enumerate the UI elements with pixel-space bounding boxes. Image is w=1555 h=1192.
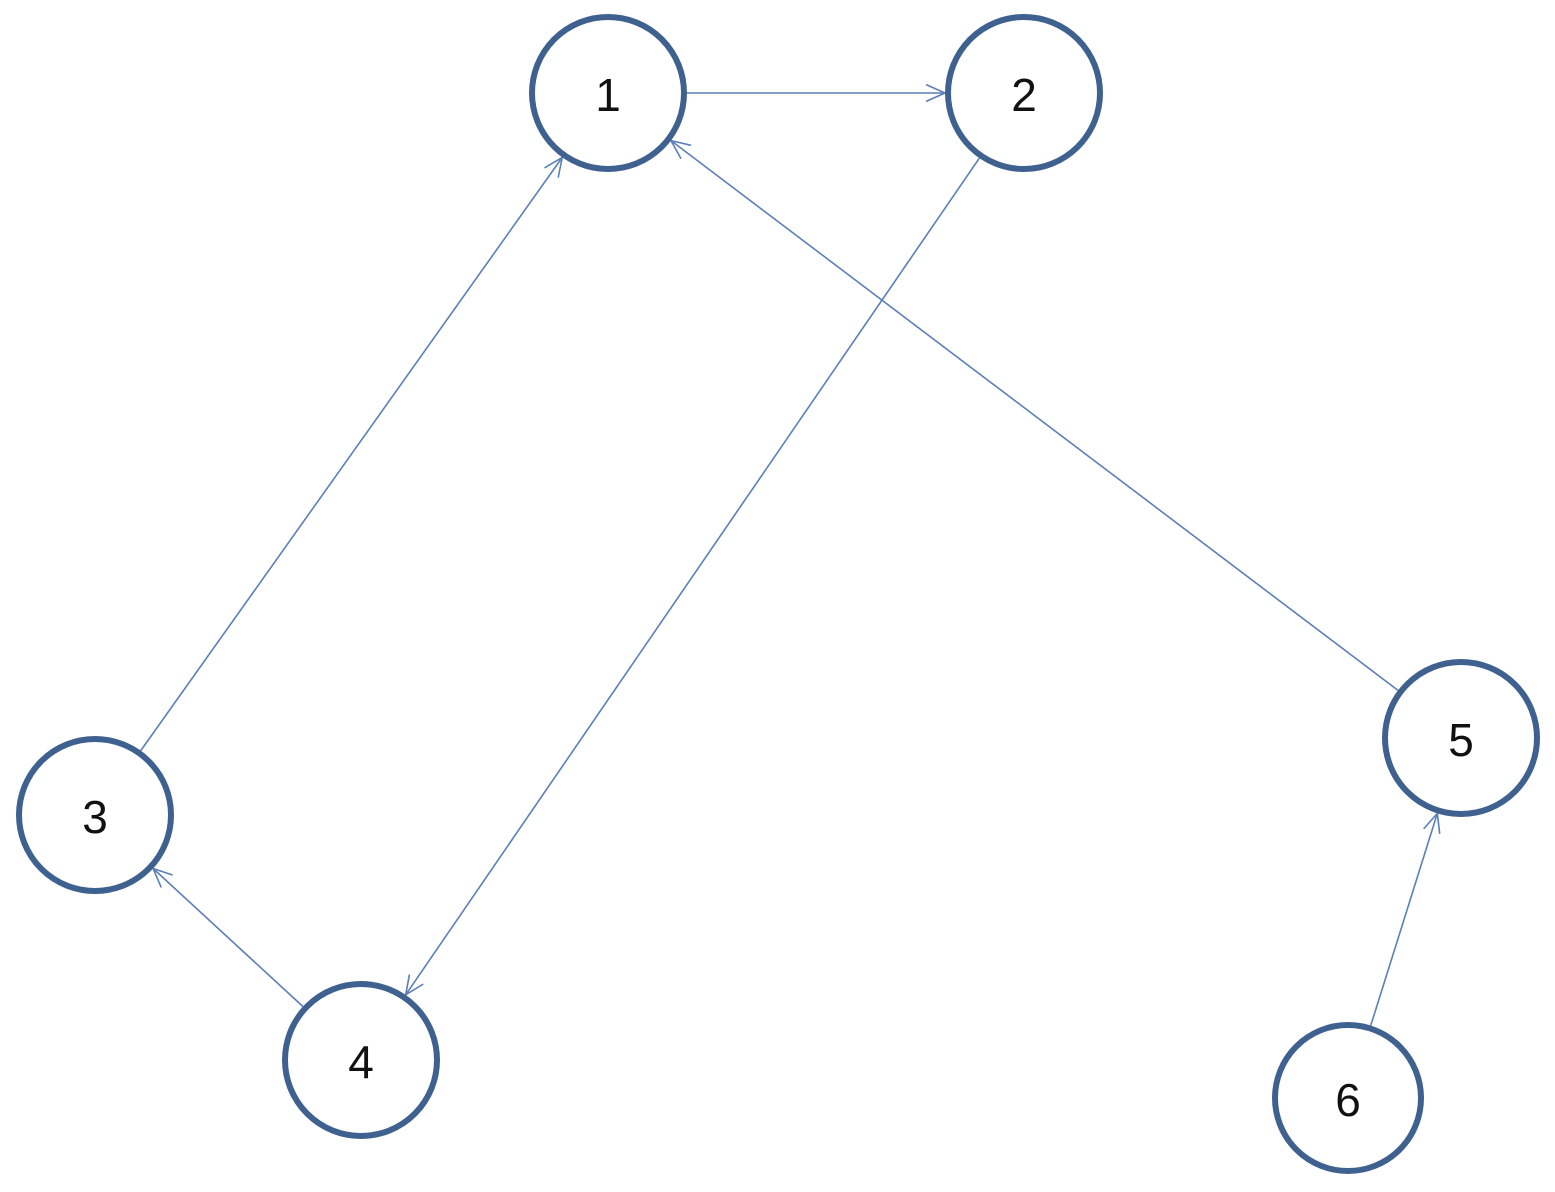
node-2: 2 (945, 14, 1103, 172)
node-circle (1272, 1022, 1424, 1174)
node-label: 4 (348, 1036, 374, 1088)
node-circle (1382, 659, 1540, 817)
node-label: 3 (82, 791, 108, 843)
node-circle (945, 14, 1103, 172)
node-circle (529, 14, 687, 172)
edge-4-to-3 (152, 867, 304, 1008)
edge-1-to-2 (687, 84, 946, 102)
edge-6-to-5 (1369, 812, 1441, 1026)
edge-line (140, 156, 563, 752)
edge-line (1369, 813, 1439, 1026)
node-5: 5 (1382, 659, 1540, 817)
arrowhead-icon (1423, 812, 1441, 835)
nodes-layer: 1 2 3 4 5 6 (16, 14, 1540, 1174)
edges-layer (140, 84, 1441, 1026)
node-1: 1 (529, 14, 687, 172)
edge-line (670, 140, 1399, 691)
arrowhead-icon (670, 139, 692, 159)
node-label: 6 (1335, 1074, 1361, 1126)
edge-line (152, 867, 304, 1008)
node-circle (282, 981, 440, 1139)
node-circle (16, 736, 174, 894)
arrowhead-icon (544, 156, 564, 178)
node-label: 1 (595, 69, 621, 121)
node-6: 6 (1272, 1022, 1424, 1174)
edge-5-to-1 (670, 139, 1399, 691)
edge-2-to-4 (404, 157, 980, 996)
edge-line (405, 157, 980, 996)
node-label: 2 (1011, 69, 1037, 121)
node-4: 4 (282, 981, 440, 1139)
edge-3-to-1 (140, 156, 564, 752)
node-3: 3 (16, 736, 174, 894)
node-label: 5 (1448, 714, 1474, 766)
